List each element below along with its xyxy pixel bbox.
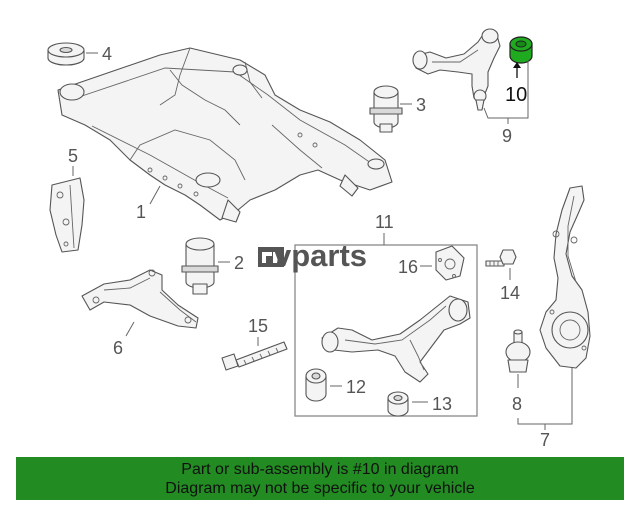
part-9-upper-control-arm[interactable] xyxy=(412,28,501,111)
callout-9[interactable]: 9 xyxy=(502,126,512,146)
callout-6[interactable]: 6 xyxy=(113,338,123,358)
callout-15[interactable]: 15 xyxy=(248,316,268,336)
callout-3[interactable]: 3 xyxy=(416,95,426,115)
callout-10[interactable]: 10 xyxy=(505,84,527,106)
part-10-bushing-highlighted[interactable] xyxy=(509,36,533,64)
callout-11[interactable]: 11 xyxy=(375,212,394,232)
watermark-text: vparts xyxy=(274,238,367,273)
part-14-bolt[interactable] xyxy=(485,249,517,267)
callout-5[interactable]: 5 xyxy=(68,146,78,166)
part-4-mount-bushing[interactable] xyxy=(47,42,85,66)
parts-diagram: 4 1 3 5 xyxy=(47,28,591,450)
callout-16[interactable]: 16 xyxy=(398,257,418,277)
part-15-bolt[interactable] xyxy=(221,341,288,371)
part-16-bracket[interactable] xyxy=(435,245,465,281)
part-11-control-arm[interactable] xyxy=(321,295,471,383)
callout-1[interactable]: 1 xyxy=(136,202,146,222)
part-13-bushing[interactable] xyxy=(387,391,409,417)
part-8-ball-joint[interactable] xyxy=(505,329,531,373)
vparts-logo-icon xyxy=(258,247,284,267)
part-3-subframe-bushing[interactable] xyxy=(369,85,403,133)
part-7-steering-knuckle[interactable] xyxy=(539,185,591,369)
part-5-bracket[interactable] xyxy=(49,177,85,253)
leader-1 xyxy=(149,185,161,205)
info-banner: Part or sub-assembly is #10 in diagram D… xyxy=(16,457,624,500)
part-12-bushing[interactable] xyxy=(305,368,327,402)
part-1-subframe[interactable] xyxy=(57,47,393,223)
assembly-11-box xyxy=(294,244,478,417)
vparts-watermark: vparts xyxy=(258,238,367,273)
arrow-up-icon xyxy=(513,62,521,68)
part-2-mount-bushing[interactable] xyxy=(181,237,219,295)
callout-12[interactable]: 12 xyxy=(346,377,366,397)
banner-line-1: Part or sub-assembly is #10 in diagram xyxy=(181,461,459,478)
callout-13[interactable]: 13 xyxy=(432,394,452,414)
leader-6 xyxy=(125,321,135,337)
callout-8[interactable]: 8 xyxy=(512,394,522,414)
callout-14[interactable]: 14 xyxy=(500,283,520,303)
leader-7-bracket xyxy=(517,368,573,425)
callout-2[interactable]: 2 xyxy=(234,253,244,273)
callout-7[interactable]: 7 xyxy=(540,430,550,450)
banner-line-2: Diagram may not be specific to your vehi… xyxy=(165,480,475,497)
callout-4[interactable]: 4 xyxy=(102,44,112,64)
part-6-brace[interactable] xyxy=(81,269,199,329)
